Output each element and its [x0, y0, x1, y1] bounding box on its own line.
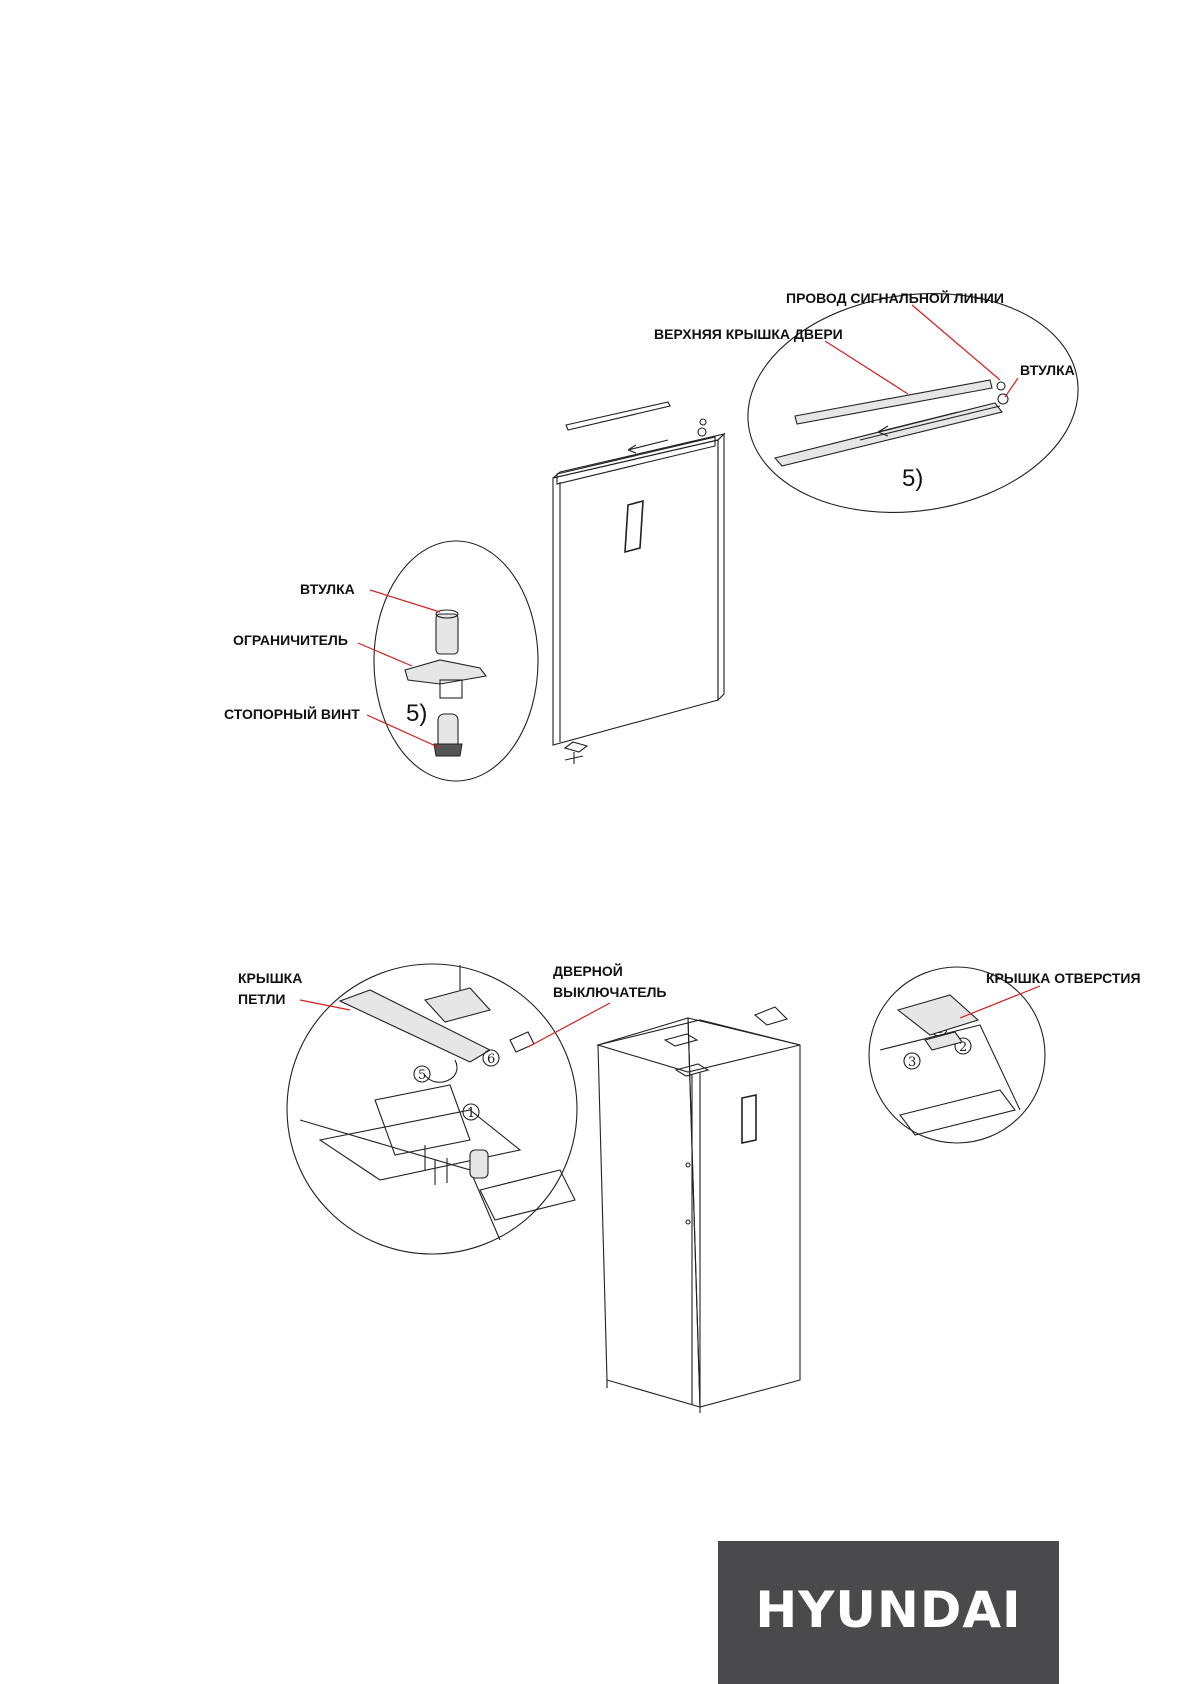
- callout-2: 2: [959, 1040, 967, 1055]
- leader-hole-cover: [959, 985, 1041, 1019]
- brand-logo: HYUNDAI: [718, 1541, 1059, 1684]
- refrigerator-drawing: [595, 1006, 801, 1413]
- leader-door-top-cover: [824, 340, 909, 395]
- label-hinge-cover-line2: ПЕТЛИ: [238, 991, 286, 1007]
- callout-1: 1: [467, 1106, 475, 1121]
- label-hole-cover: КРЫШКА ОТВЕРСТИЯ: [986, 970, 1141, 986]
- top-cover-detail: [747, 293, 1079, 513]
- leader-hinge-cover: [299, 999, 351, 1011]
- callout-3: 3: [908, 1055, 916, 1070]
- step-number-top: 5): [902, 465, 923, 492]
- step-number-bottom: 5): [406, 700, 427, 727]
- label-door-switch-line2: ВЫКЛЮЧАТЕЛЬ: [553, 984, 666, 1000]
- leader-lock-screw: [366, 714, 441, 749]
- label-hinge-cover-line1: КРЫШКА: [238, 970, 302, 986]
- label-door-top-cover: ВЕРХНЯЯ КРЫШКА ДВЕРИ: [654, 326, 843, 342]
- leader-limiter: [357, 642, 413, 667]
- label-limiter: ОГРАНИЧИТЕЛЬ: [233, 632, 348, 648]
- label-signal-wire: ПРОВОД СИГНАЛЬНОЙ ЛИНИИ: [786, 289, 1004, 306]
- bottom-hinge-detail: [373, 540, 539, 782]
- label-bushing-top: ВТУЛКА: [1020, 362, 1075, 378]
- label-lock-screw: СТОПОРНЫЙ ВИНТ: [224, 705, 360, 722]
- hinge-detail-circle: [286, 963, 578, 1255]
- leader-door-switch: [527, 1002, 611, 1048]
- leader-bushing-bottom: [369, 589, 441, 613]
- leader-bushing-top: [1004, 377, 1019, 398]
- label-door-switch-line1: ДВЕРНОЙ: [553, 962, 623, 979]
- leader-signal-wire: [911, 304, 1001, 381]
- label-bushing-bottom: ВТУЛКА: [300, 581, 355, 597]
- brand-name: HYUNDAI: [755, 1581, 1022, 1639]
- callout-5: 5: [418, 1068, 426, 1083]
- door-panel-drawing: [552, 401, 726, 764]
- callout-6: 6: [487, 1052, 495, 1067]
- hole-cover-detail-circle: [868, 966, 1046, 1144]
